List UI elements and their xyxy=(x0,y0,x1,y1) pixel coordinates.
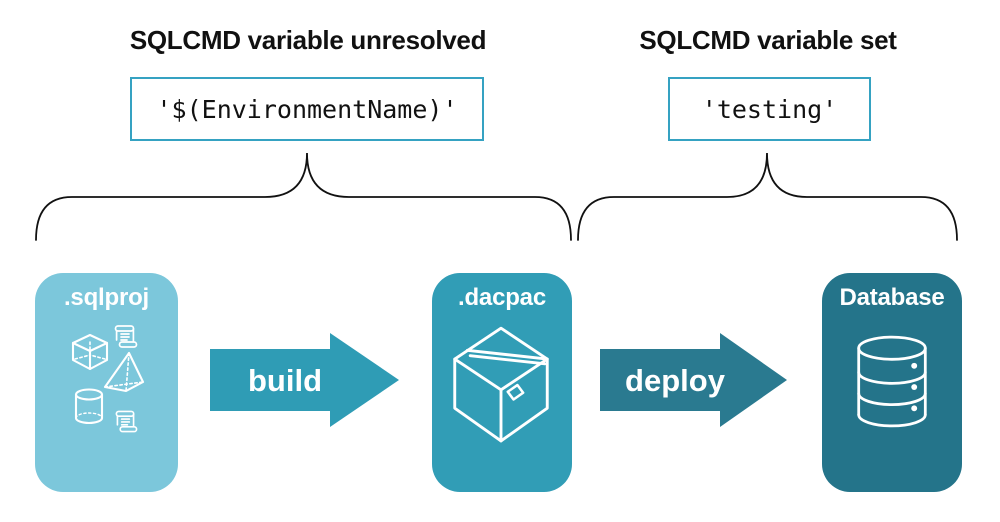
cylinder-icon xyxy=(74,388,104,425)
deploy-arrow xyxy=(600,333,787,427)
stage-sqlproj-label: .sqlproj xyxy=(63,284,150,311)
pyramid-icon xyxy=(103,351,145,393)
right-value-text: 'testing' xyxy=(701,94,838,124)
right-value-box: 'testing' xyxy=(668,77,871,141)
left-annotation-heading: SQLCMD variable unresolved xyxy=(129,25,487,55)
deploy-arrow-label: deploy xyxy=(625,363,725,398)
database-icon xyxy=(857,335,927,428)
build-arrow xyxy=(210,333,399,427)
build-arrow-label: build xyxy=(247,363,323,398)
stage-dacpac: .dacpac xyxy=(432,273,572,492)
left-value-text: '$(EnvironmentName)' xyxy=(156,94,458,124)
script-icon-2 xyxy=(115,410,138,433)
script-icon xyxy=(114,325,138,348)
left-brace xyxy=(35,152,572,241)
left-value-box: '$(EnvironmentName)' xyxy=(130,77,484,141)
cube-icon xyxy=(71,333,109,371)
stage-database-label: Database xyxy=(839,284,945,311)
package-icon xyxy=(453,326,549,443)
stage-dacpac-label: .dacpac xyxy=(458,284,546,311)
right-brace xyxy=(577,152,958,241)
stage-sqlproj: .sqlproj xyxy=(35,273,178,492)
stage-database: Database xyxy=(822,273,962,492)
right-annotation-heading: SQLCMD variable set xyxy=(639,25,897,55)
